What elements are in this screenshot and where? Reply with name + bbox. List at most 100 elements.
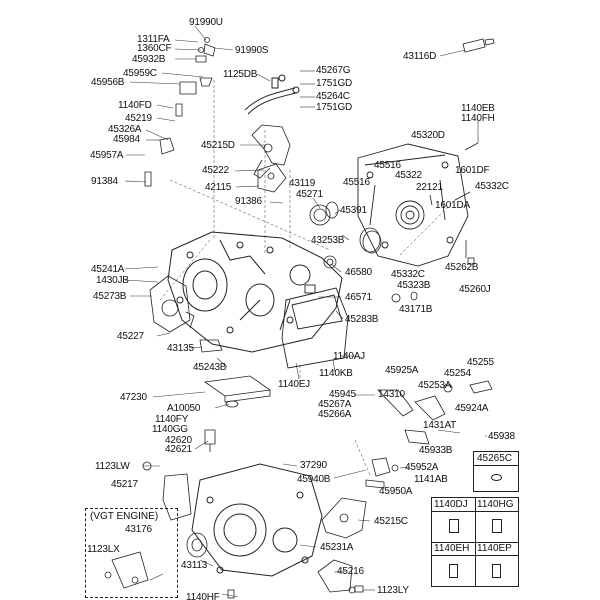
part-label: 45254 <box>444 368 471 379</box>
part-label: 45516 <box>343 177 370 188</box>
part-label: 43119 <box>289 178 316 189</box>
sensor-42620 <box>204 429 216 452</box>
part-label: 42621 <box>165 444 192 455</box>
part-label: 45924A <box>455 403 489 414</box>
part-label: 1140HF <box>186 592 220 600</box>
top-fittings <box>144 37 216 187</box>
cooler-pipes <box>244 74 300 115</box>
part-label: 43171B <box>399 304 433 315</box>
part-label: 1751GD <box>316 102 353 113</box>
part-label: 45283B <box>345 314 379 325</box>
part-label: 45925A <box>385 365 419 376</box>
part-label: 1140EB <box>461 103 495 114</box>
left-cover <box>149 275 195 333</box>
table-cell-1140dj: 1140DJ <box>434 499 468 510</box>
part-label: 45322 <box>395 170 422 181</box>
part-label: 1360CF <box>137 43 172 54</box>
part-label: 43135 <box>167 343 194 354</box>
part-label: 1311FA <box>137 34 170 45</box>
bracket-45215d <box>251 124 291 179</box>
bolt-icon <box>492 519 502 533</box>
part-label: 46580 <box>345 267 372 278</box>
part-label: 45945 <box>329 389 356 400</box>
part-label: 1140KB <box>319 368 353 379</box>
part-label: 1430JB <box>96 275 129 286</box>
oil-pan <box>281 284 349 369</box>
side-bolts <box>429 142 479 265</box>
part-label: 45262B <box>445 262 479 273</box>
table-cell-1140hg: 1140HG <box>477 499 514 510</box>
part-label: 43253B <box>311 235 345 246</box>
bolt-icon <box>492 564 501 578</box>
part-label: 47230 <box>120 392 147 403</box>
part-label: 1140FY <box>155 414 189 425</box>
part-label: 43113 <box>181 560 208 571</box>
part-label: 42115 <box>205 182 232 193</box>
strainer-43135 <box>199 339 223 353</box>
seal-rings <box>309 201 418 303</box>
part-label: 45332C <box>475 181 509 192</box>
part-label: 45267A <box>318 399 352 410</box>
part-label: 45959C <box>123 68 157 79</box>
part-label: 1141AB <box>414 474 448 485</box>
leader-lines <box>124 25 487 598</box>
part-label: 45320D <box>411 130 445 141</box>
vgt-bracket <box>104 551 149 589</box>
part-label: 45516 <box>374 160 401 171</box>
vgt-engine-box <box>85 508 178 598</box>
parts-table: 45265C <box>473 451 519 492</box>
part-label: 45253A <box>418 380 452 391</box>
part-label: 45950A <box>379 486 413 497</box>
part-label: 45326A <box>108 124 142 135</box>
bracket-45215c <box>321 497 367 539</box>
table-cell-1140ep: 1140EP <box>477 543 512 554</box>
bottom-bolts <box>227 585 364 599</box>
part-label: 45938 <box>488 431 515 442</box>
part-label: 1140FH <box>461 113 495 124</box>
grease-tube <box>462 38 495 53</box>
part-label: 46571 <box>345 292 372 303</box>
part-label: 1601DF <box>455 165 490 176</box>
bolt-icon <box>449 564 458 578</box>
bolt-icon <box>449 519 459 533</box>
bracket-45222 <box>257 163 287 193</box>
part-label: 45332C <box>391 269 425 280</box>
part-label: 1431AT <box>423 420 457 431</box>
part-label: 45222 <box>202 165 229 176</box>
vgt-engine-title: (VGT ENGINE) <box>90 511 159 522</box>
table-cell-45265c: 45265C <box>477 453 513 464</box>
part-label: 45264C <box>316 91 350 102</box>
part-label: 45957A <box>90 150 124 161</box>
part-label: 1140AJ <box>333 351 365 362</box>
part-label: 43176 <box>125 524 152 535</box>
part-label: 45932B <box>132 54 166 65</box>
part-label: 42620 <box>165 435 192 446</box>
part-label: 1751GD <box>316 78 353 89</box>
part-label: 22121 <box>416 182 443 193</box>
part-label: 45217 <box>111 479 138 490</box>
part-label: 45391 <box>340 205 367 216</box>
part-label: 1140EJ <box>278 379 310 390</box>
parts-grid: 1140DJ 1140HG 1140EH 1140EP <box>431 497 519 587</box>
transaxle-case <box>167 231 343 353</box>
table-cell-1140eh: 1140EH <box>434 543 470 554</box>
part-label: 45215C <box>374 516 408 527</box>
part-label: A10050 <box>167 403 201 414</box>
part-label: 45956B <box>91 77 125 88</box>
part-label: 45219 <box>125 113 152 124</box>
part-label: 45267G <box>316 65 351 76</box>
part-label: 91990U <box>189 17 223 28</box>
ring-icon <box>491 474 502 481</box>
part-label: 1123LY <box>377 585 409 596</box>
part-label: 45984 <box>113 134 140 145</box>
part-label: 91384 <box>91 176 118 187</box>
part-label: 45933B <box>419 445 453 456</box>
part-label: 45243B <box>193 362 227 373</box>
part-label: 1140FD <box>118 100 152 111</box>
part-label: 1123LW <box>95 461 130 472</box>
part-label: 45227 <box>117 331 144 342</box>
part-label: 45271 <box>296 189 323 200</box>
part-label: 1123LX <box>87 544 120 555</box>
